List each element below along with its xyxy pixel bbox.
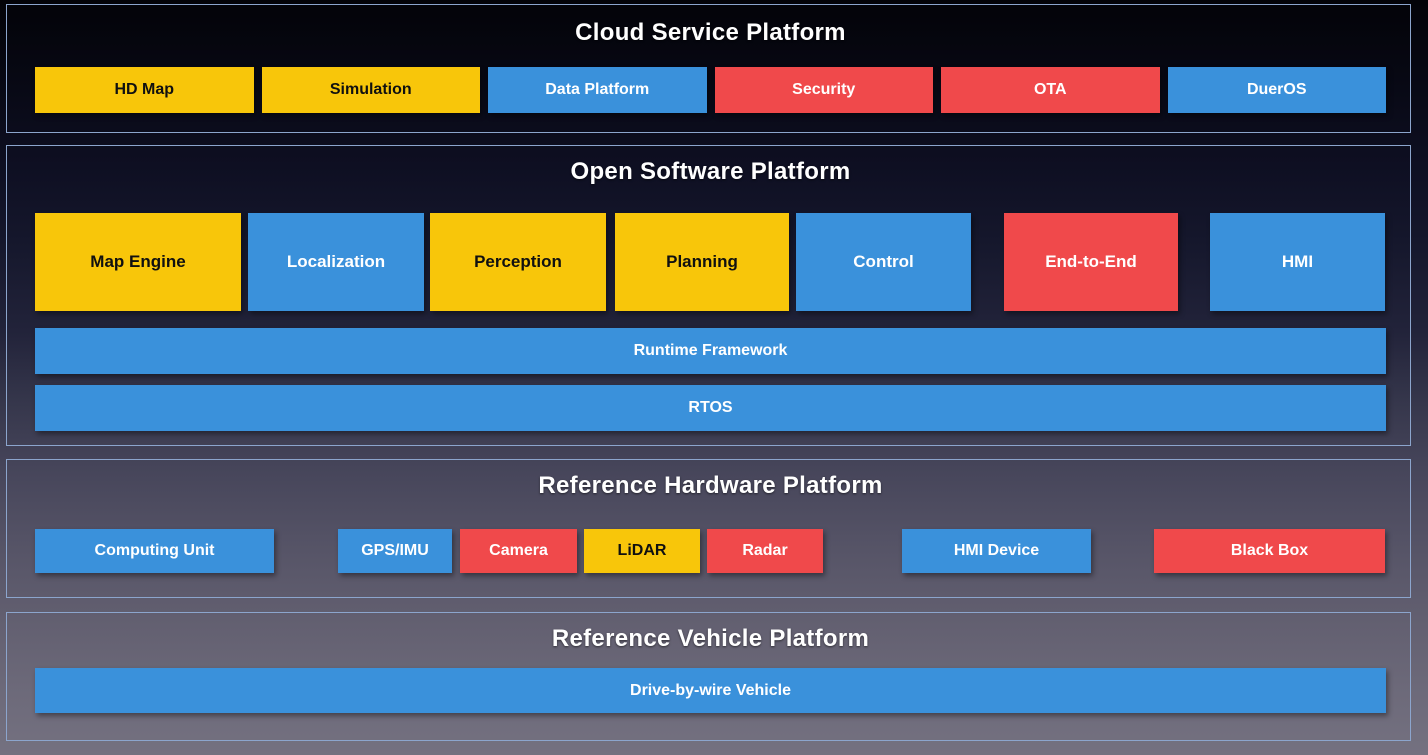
section-open-software-platform: Open Software Platform Map Engine Locali…	[6, 145, 1411, 446]
node-perception: Perception	[430, 213, 606, 311]
node-control: Control	[796, 213, 971, 311]
node-hmi: HMI	[1210, 213, 1385, 311]
node-runtime-framework: Runtime Framework	[35, 328, 1386, 374]
hardware-devices-row: Computing Unit GPS/IMU Camera LiDAR Rada…	[35, 529, 1386, 573]
section-reference-vehicle-platform: Reference Vehicle Platform Drive-by-wire…	[6, 612, 1411, 741]
node-gps-imu: GPS/IMU	[338, 529, 452, 573]
node-ota: OTA	[941, 67, 1160, 113]
cloud-services-row: HD Map Simulation Data Platform Security…	[35, 67, 1386, 113]
software-platform-title: Open Software Platform	[570, 158, 851, 185]
node-radar: Radar	[707, 529, 823, 573]
cloud-platform-title: Cloud Service Platform	[575, 19, 846, 46]
software-modules-row: Map Engine Localization Perception Plann…	[35, 213, 1386, 311]
node-data-platform: Data Platform	[488, 67, 707, 113]
node-hmi-device: HMI Device	[902, 529, 1091, 573]
node-lidar: LiDAR	[584, 529, 700, 573]
node-black-box: Black Box	[1154, 529, 1385, 573]
node-planning: Planning	[615, 213, 789, 311]
node-drive-by-wire-vehicle: Drive-by-wire Vehicle	[35, 668, 1386, 713]
node-dueros: DuerOS	[1167, 67, 1386, 113]
node-computing-unit: Computing Unit	[35, 529, 274, 573]
hardware-platform-title: Reference Hardware Platform	[538, 472, 883, 499]
node-end-to-end: End-to-End	[1004, 213, 1178, 311]
node-map-engine: Map Engine	[35, 213, 241, 311]
node-simulation: Simulation	[261, 67, 480, 113]
node-security: Security	[714, 67, 933, 113]
section-reference-hardware-platform: Reference Hardware Platform Computing Un…	[6, 459, 1411, 598]
node-localization: Localization	[248, 213, 424, 311]
node-rtos: RTOS	[35, 385, 1386, 431]
section-cloud-service-platform: Cloud Service Platform HD Map Simulation…	[6, 4, 1411, 133]
node-hd-map: HD Map	[35, 67, 254, 113]
vehicle-platform-title: Reference Vehicle Platform	[551, 625, 870, 652]
node-camera: Camera	[460, 529, 577, 573]
